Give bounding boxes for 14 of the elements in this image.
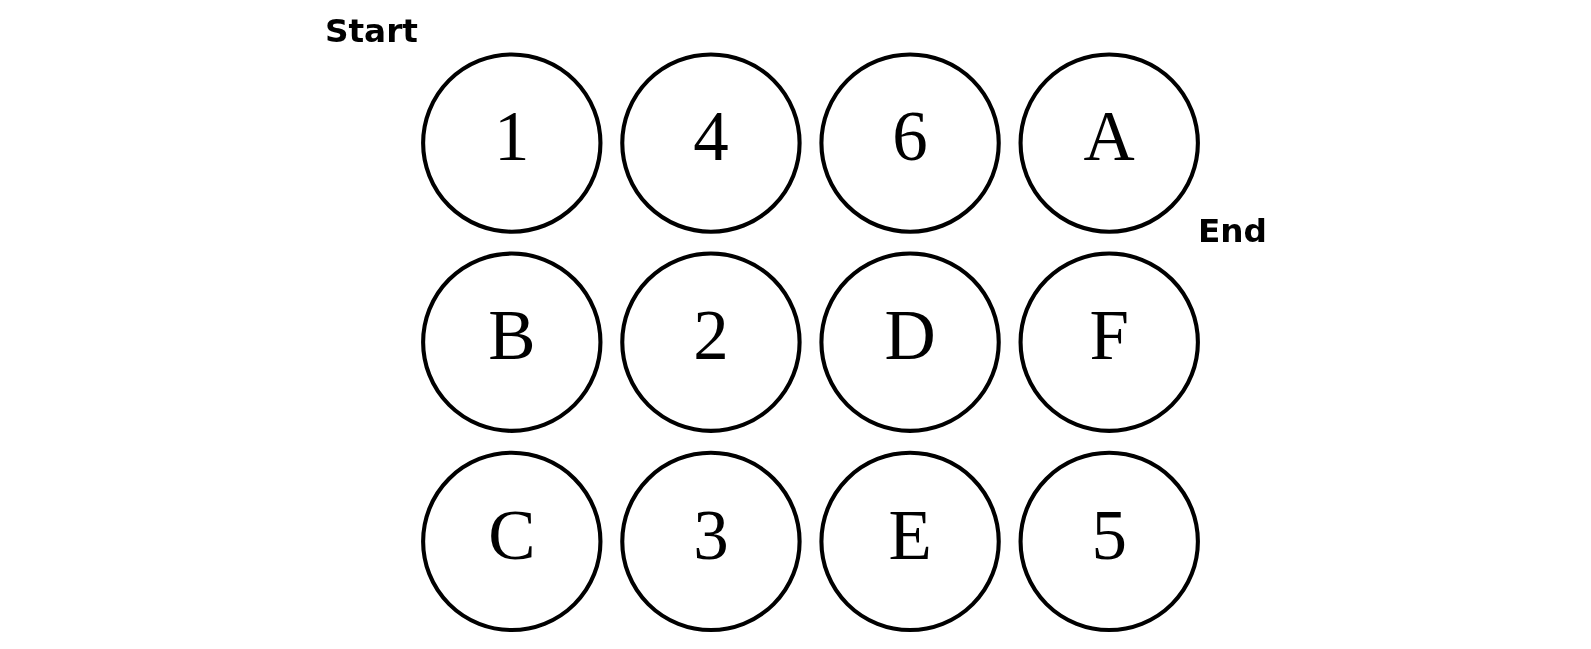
node-circle: 1 xyxy=(421,52,603,234)
node-circle: D xyxy=(819,251,1001,433)
node-circle: 4 xyxy=(620,52,802,234)
node-circle: A xyxy=(1018,52,1200,234)
node-label: End xyxy=(1197,211,1267,250)
node-label: Start xyxy=(324,12,418,51)
node-circle: B xyxy=(421,251,603,433)
node-circle: 5 xyxy=(1018,450,1200,633)
node-circle: E xyxy=(819,450,1001,633)
node-circle: 3 xyxy=(620,450,802,633)
node-circle: F xyxy=(1018,251,1200,433)
node-circle: C xyxy=(421,450,603,633)
node-circle: 2 xyxy=(620,251,802,433)
node-circle: 6 xyxy=(819,52,1001,234)
